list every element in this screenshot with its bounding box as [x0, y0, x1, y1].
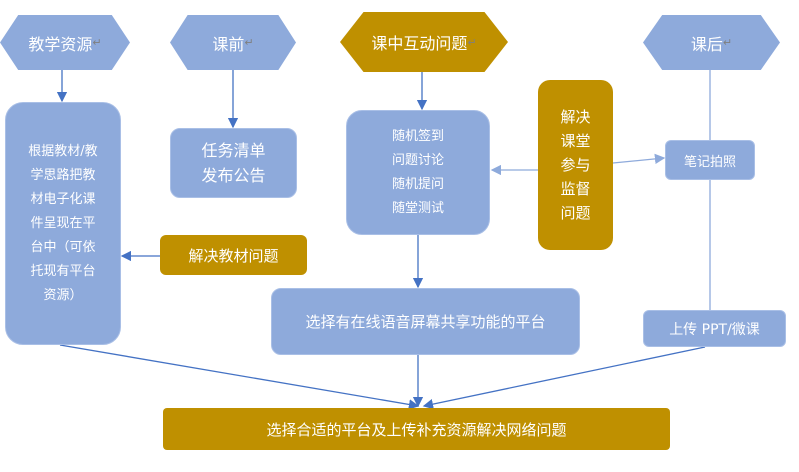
pre-class-tasks-box: 任务清单 发布公告: [170, 128, 297, 198]
text-line: 随机提问: [391, 176, 444, 192]
text-line: 解决教材问题: [188, 246, 279, 265]
arrow-right-final: [422, 346, 706, 410]
text-line: 上传 PPT/微课: [669, 321, 760, 338]
return-mark: ↵: [244, 36, 254, 49]
text-line: 学思路把教: [30, 167, 96, 183]
text-line: 选择有在线语音屏幕共享功能的平台: [305, 313, 546, 331]
text-line: 托现有平台: [30, 263, 96, 279]
return-mark: ↵: [722, 36, 733, 49]
platform-choice-box: 选择有在线语音屏幕共享功能的平台: [271, 288, 580, 355]
upload-box: 上传 PPT/微课: [643, 310, 786, 347]
in-class-activities-box: 随机签到 问题讨论 随机提问 随堂测试: [346, 110, 490, 235]
return-mark: ↵: [467, 35, 477, 49]
participation-issue-box: 解决 课堂 参与 监督 问题: [538, 80, 613, 250]
return-mark: ↵: [92, 36, 102, 49]
text-line: 件呈现在平: [30, 215, 96, 231]
text-line: 材电子化课: [30, 191, 96, 207]
stage-in-class: 课中互动问题↵: [340, 12, 508, 72]
text-line: 问题讨论: [391, 152, 444, 168]
text-line: 台中（可依: [30, 239, 96, 255]
text-line: 根据教材/教: [28, 143, 98, 159]
arrow-participation-right: [612, 153, 666, 165]
text-line: 随堂测试: [391, 200, 444, 216]
text-line: 监督: [560, 180, 591, 198]
notes-photo-box: 笔记拍照: [665, 140, 755, 180]
text-line: 问题: [560, 204, 591, 222]
stage-label: 教学资源: [28, 34, 93, 54]
text-line: 选择合适的平台及上传补充资源解决网络问题: [266, 420, 567, 439]
arrow-left-final: [59, 344, 420, 410]
stage-after-class: 课后↵: [643, 15, 780, 70]
resource-detail-box: 根据教材/教 学思路把教 材电子化课 件呈现在平 台中（可依 托现有平台 资源）: [5, 102, 121, 345]
text-line: 任务清单: [201, 141, 266, 160]
stage-label: 课后: [690, 34, 723, 54]
final-box: 选择合适的平台及上传补充资源解决网络问题: [163, 408, 670, 450]
text-line: 课堂: [560, 132, 591, 150]
text-line: 发布公告: [201, 166, 266, 185]
stage-label: 课中互动问题: [371, 34, 468, 53]
text-line: 笔记拍照: [683, 154, 736, 170]
textbook-issue-box: 解决教材问题: [160, 235, 307, 275]
stage-before-class: 课前↵: [170, 15, 296, 70]
text-line: 资源）: [43, 287, 83, 303]
stage-resources: 教学资源↵: [0, 15, 130, 70]
text-line: 参与: [560, 156, 591, 174]
text-line: 随机签到: [391, 128, 444, 144]
text-line: 解决: [560, 108, 591, 126]
stage-label: 课前: [212, 34, 245, 54]
